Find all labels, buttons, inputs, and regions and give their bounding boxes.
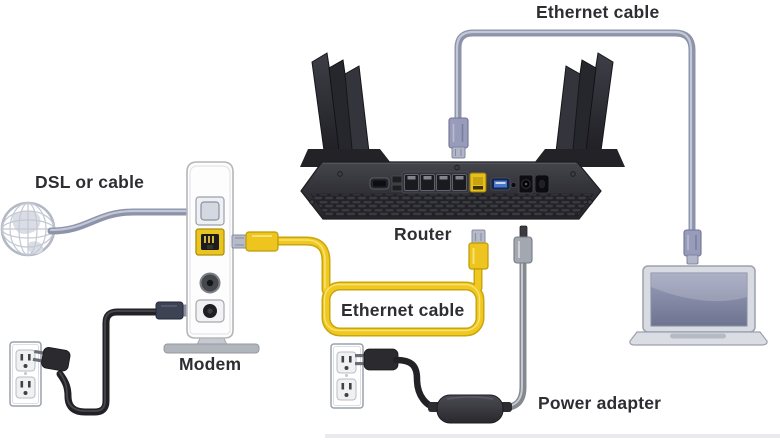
router-internet-port xyxy=(469,172,487,193)
modem-ethernet-port xyxy=(195,228,225,256)
router-antenna-right xyxy=(531,52,625,167)
internet-globe-icon xyxy=(0,201,56,257)
router-illustration xyxy=(300,52,625,220)
laptop-illustration xyxy=(629,265,768,346)
router-power-connector xyxy=(513,225,533,264)
router-screws xyxy=(309,164,593,205)
label-router: Router xyxy=(394,224,452,244)
bottom-edge-line xyxy=(325,434,780,438)
label-power-adapter: Power adapter xyxy=(538,393,662,413)
router-reset-button xyxy=(510,181,517,188)
router-vent-grille xyxy=(310,193,594,217)
modem-dsl-port xyxy=(195,196,225,226)
router-power-button xyxy=(534,174,550,194)
ethernet-connector-modem-end xyxy=(231,231,279,252)
dsl-cable xyxy=(47,208,209,235)
router-usb3-port xyxy=(490,177,511,191)
router-power-plug xyxy=(355,348,399,371)
label-modem: Modem xyxy=(179,354,242,374)
modem-power-plug xyxy=(32,346,71,372)
label-ethernet-cable-top: Ethernet cable xyxy=(536,2,660,22)
ethernet-connector-laptop-end xyxy=(683,229,702,265)
ethernet-connector-router-end xyxy=(468,229,489,270)
modem-base xyxy=(163,343,260,354)
modem-illustration xyxy=(163,161,260,354)
wall-outlet-center xyxy=(330,343,364,409)
modem-power-cable xyxy=(56,308,162,416)
power-adapter-brick xyxy=(428,394,512,424)
ethernet-cable-router-laptop xyxy=(454,29,696,233)
modem-power-port xyxy=(195,299,225,323)
modem-coax-connector xyxy=(199,272,221,294)
modem-power-connector xyxy=(155,301,191,320)
router-antenna-left xyxy=(300,52,394,167)
label-ethernet-cable-middle: Ethernet cable xyxy=(341,300,465,320)
ethernet-cable-modem-router xyxy=(272,236,485,337)
label-dsl-or-cable: DSL or cable xyxy=(35,172,145,192)
router-power-jack xyxy=(518,174,534,194)
router-ports xyxy=(369,171,550,194)
laptop-screen xyxy=(650,272,748,327)
ethernet-connector-above-router xyxy=(448,117,469,159)
router-lan-ports xyxy=(404,174,467,191)
